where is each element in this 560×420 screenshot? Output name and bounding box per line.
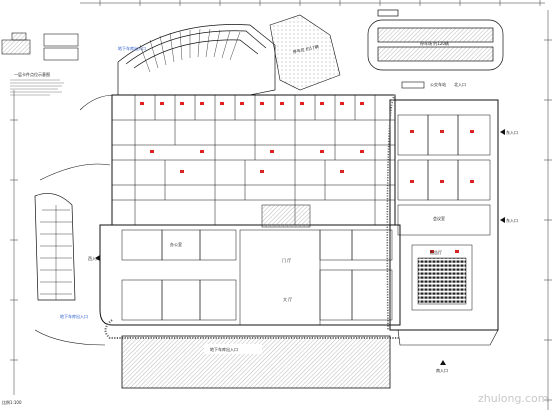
grid-axis-right: [544, 10, 552, 410]
device-markers-north: [140, 102, 364, 173]
access-road-west: [34, 94, 116, 346]
west-entrance-label: 西入口: [88, 256, 100, 261]
grid-axis-top: [80, 0, 545, 6]
plaza-label: 地下车库出入口: [210, 346, 238, 352]
legend-key: 一层卡件点位示意图: [1, 32, 79, 96]
grid-axis-left: [10, 90, 18, 395]
east-entrance-lower-label: 东入口: [506, 217, 518, 223]
lobby-label: 大 厅: [283, 296, 292, 302]
parking-lot-north-west: 地下车库出入口: [117, 24, 276, 96]
garage-entrance-label-west: 地下车库出入口: [60, 313, 88, 319]
auditorium-label: 报告厅: [430, 249, 442, 255]
hall-label: 门 厅: [282, 257, 291, 263]
parking-lot-north: 停车位 约17辆: [269, 14, 341, 91]
parking-lot-north-east: 停车场 约120辆: [367, 9, 504, 71]
north-wing-rooms: [112, 95, 395, 225]
bus-stop: 公交车站: [401, 81, 446, 89]
parking-top-label: 停车场 约120辆: [420, 40, 449, 46]
parking-mid-label: 停车位 约17辆: [292, 43, 319, 54]
south-wing-rooms: [121, 204, 393, 326]
watermark: zhulong.com: [478, 392, 548, 405]
device-markers-east: [410, 130, 474, 253]
north-entrance-label: 北入口: [454, 81, 466, 87]
south-plaza: 地下车库出入口: [121, 335, 391, 389]
legend-caption: 一层卡件点位示意图: [14, 71, 50, 77]
office-label: 办公室: [170, 241, 182, 247]
south-entrance-label: 南入口: [436, 367, 448, 373]
bus-stop-label: 公交车站: [430, 81, 446, 87]
scale-note: 比例1:100: [2, 399, 22, 405]
meeting-label: 会议室: [433, 215, 445, 221]
parking-lot-west: 地下车库出入口: [34, 193, 88, 319]
entrance-arrow-icons: [95, 129, 505, 365]
east-entrance-label: 东入口: [506, 129, 518, 135]
garage-entrance-label-north: 地下车库出入口: [118, 45, 146, 51]
east-wing-rooms: [397, 114, 491, 311]
